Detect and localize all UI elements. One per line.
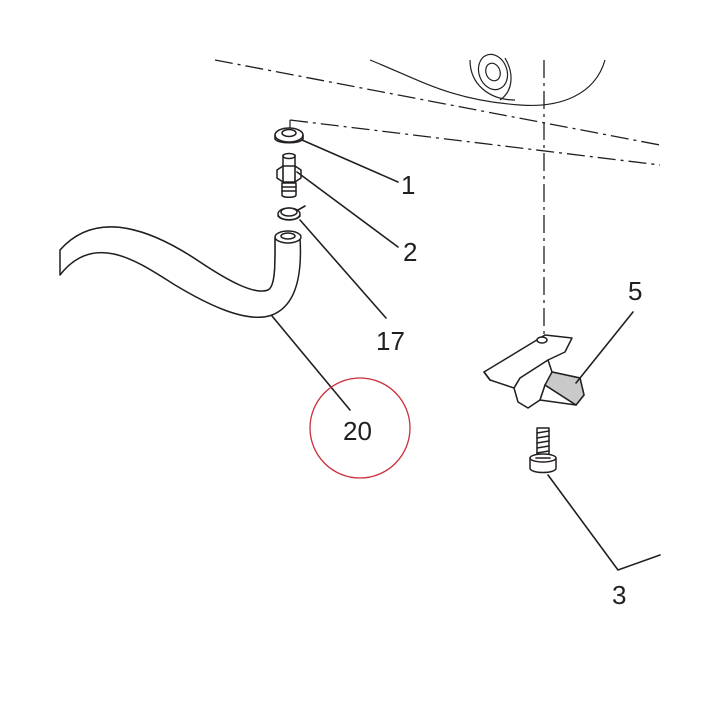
highlight-circle [309, 377, 411, 479]
leader-3 [547, 474, 661, 571]
leader-lines [271, 139, 661, 571]
leader-2 [296, 171, 399, 248]
callout-2: 2 [403, 237, 417, 267]
callout-1: 1 [401, 170, 415, 200]
bracket-part [483, 334, 585, 409]
callout-3: 3 [612, 580, 626, 610]
center-lines [214, 59, 661, 335]
screw-part [529, 427, 557, 474]
hose-part [59, 226, 302, 319]
leader-20 [271, 315, 351, 411]
leader-5 [575, 311, 634, 384]
nipple-fitting-part [276, 152, 302, 198]
hose-clamp-part [277, 205, 306, 221]
callout-20: 20 [343, 416, 372, 446]
leader-17 [299, 219, 387, 319]
leader-1 [301, 139, 399, 183]
washer-part [274, 127, 304, 144]
callout-17: 17 [376, 326, 405, 356]
callout-5: 5 [628, 276, 642, 306]
machine-body-outline [369, 53, 606, 107]
